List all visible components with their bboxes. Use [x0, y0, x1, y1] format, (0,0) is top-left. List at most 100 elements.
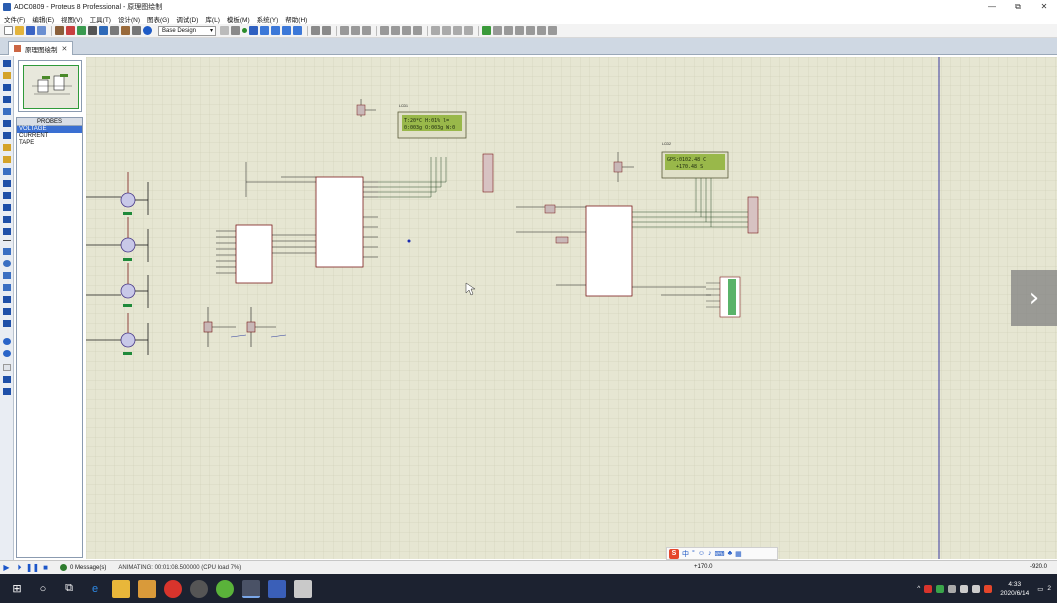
remove-sheet-icon[interactable]: [537, 26, 546, 35]
text-tool-icon[interactable]: [3, 296, 11, 303]
rotate-anticlockwise-icon[interactable]: [3, 350, 11, 357]
device-pin-icon[interactable]: [3, 156, 11, 163]
undo-icon[interactable]: [311, 26, 320, 35]
tape-recorder-icon[interactable]: [3, 180, 11, 187]
package-tool-icon[interactable]: [453, 26, 462, 35]
keyboard-icon[interactable]: ⌨: [714, 550, 725, 558]
box-tool-icon[interactable]: [3, 248, 11, 255]
mirror-horizontal-icon[interactable]: [3, 376, 11, 383]
voice-icon[interactable]: ♪: [707, 550, 712, 557]
system-clock[interactable]: 4:33 2020/6/14: [1000, 580, 1029, 598]
pan-icon[interactable]: [249, 26, 258, 35]
redo-icon[interactable]: [322, 26, 331, 35]
search-icon[interactable]: ○: [39, 582, 47, 595]
app-icon-misc[interactable]: [294, 579, 312, 598]
zoom-out-icon[interactable]: [271, 26, 280, 35]
message-count[interactable]: 0 Message(s): [60, 564, 106, 571]
network-icon[interactable]: [960, 584, 969, 593]
new-sheet-icon[interactable]: [526, 26, 535, 35]
probe-item-current[interactable]: CURRENT: [19, 133, 49, 139]
punctuation-icon[interactable]: °: [692, 550, 695, 557]
overview-window[interactable]: [18, 60, 82, 112]
play-button[interactable]: ▶: [3, 563, 10, 572]
ime-toolbar[interactable]: S 中 ° ☺ ♪ ⌨ ♣ ▦: [666, 547, 778, 560]
pick-device-icon[interactable]: [431, 26, 440, 35]
menu-library[interactable]: 库(L): [205, 16, 220, 24]
save-all-icon[interactable]: [37, 26, 46, 35]
block-copy-icon[interactable]: [380, 26, 389, 35]
refresh-icon[interactable]: [220, 26, 229, 35]
rotation-angle-field[interactable]: [3, 364, 11, 371]
overview-viewport[interactable]: [23, 65, 79, 109]
origin-icon[interactable]: [242, 28, 247, 33]
tray-app-icon[interactable]: [924, 584, 933, 593]
generator-mode-icon[interactable]: [3, 192, 11, 199]
grid-icon[interactable]: [231, 26, 240, 35]
close-button[interactable]: ✕: [1040, 2, 1048, 11]
proteus-taskbar-icon[interactable]: [242, 579, 260, 598]
probe-item-voltage[interactable]: VOLTAGE: [17, 126, 82, 133]
schematic-canvas[interactable]: T:20*C H:01% l= 0:003g O:003g W:0 LCD1: [86, 57, 1057, 559]
subcircuit-icon[interactable]: [3, 132, 11, 139]
line-tool-icon[interactable]: [3, 240, 11, 241]
probe-item-tape[interactable]: TAPE: [19, 140, 35, 146]
stop-button[interactable]: ■: [43, 563, 48, 572]
make-device-icon[interactable]: [442, 26, 451, 35]
current-probe-icon[interactable]: [3, 216, 11, 223]
menu-help[interactable]: 帮助(H): [285, 16, 308, 24]
source-code-icon[interactable]: [132, 26, 141, 35]
notification-center-icon[interactable]: ▭: [1037, 585, 1044, 593]
schematic-icon[interactable]: [66, 26, 75, 35]
battery-icon[interactable]: [948, 584, 957, 593]
ime-tray-icon[interactable]: [984, 584, 993, 593]
bus-icon[interactable]: [3, 120, 11, 127]
wire-label-icon[interactable]: [3, 96, 11, 103]
word-icon[interactable]: [268, 579, 286, 598]
tray-wechat-icon[interactable]: [936, 584, 945, 593]
block-delete-icon[interactable]: [413, 26, 422, 35]
tab-close-button[interactable]: ✕: [61, 45, 68, 53]
design-explorer-icon[interactable]: [515, 26, 524, 35]
menu-design[interactable]: 设计(N): [117, 16, 140, 24]
save-icon[interactable]: [26, 26, 35, 35]
copy-icon[interactable]: [351, 26, 360, 35]
menu-tools[interactable]: 工具(T): [89, 16, 111, 24]
zoom-in-icon[interactable]: [260, 26, 269, 35]
virtual-instruments-icon[interactable]: [3, 228, 11, 235]
zoom-all-icon[interactable]: [282, 26, 291, 35]
emoji-icon[interactable]: ☺: [697, 550, 705, 557]
block-rotate-icon[interactable]: [402, 26, 411, 35]
app-icon-green[interactable]: [216, 579, 234, 598]
3d-view-icon[interactable]: [88, 26, 97, 35]
cut-icon[interactable]: [340, 26, 349, 35]
menu-debug[interactable]: 调试(D): [176, 16, 199, 24]
app-icon-gray[interactable]: [190, 579, 208, 598]
wire-autorouter-icon[interactable]: [482, 26, 491, 35]
netlist-icon[interactable]: [548, 26, 557, 35]
toolbox-icon[interactable]: ▦: [735, 550, 742, 558]
step-button[interactable]: ⏵: [17, 562, 22, 572]
marker-tool-icon[interactable]: [3, 320, 11, 327]
skin-icon[interactable]: ♣: [727, 550, 733, 557]
rotate-clockwise-icon[interactable]: [3, 338, 11, 345]
menu-edit[interactable]: 编辑(E): [32, 16, 54, 24]
symbol-tool-icon[interactable]: [3, 308, 11, 315]
app-icon-l[interactable]: [138, 579, 156, 598]
property-assignment-icon[interactable]: [504, 26, 513, 35]
text-script-icon[interactable]: [3, 108, 11, 115]
design-select[interactable]: Base Design ▾: [158, 25, 216, 36]
restore-button[interactable]: ⧉: [1015, 1, 1021, 11]
graph-mode-icon[interactable]: [3, 168, 11, 175]
pause-button[interactable]: ❚❚: [25, 563, 40, 572]
path-tool-icon[interactable]: [3, 284, 11, 291]
minimize-button[interactable]: —: [988, 2, 996, 11]
menu-system[interactable]: 系统(Y): [256, 16, 279, 24]
search-tag-icon[interactable]: [493, 26, 502, 35]
paste-icon[interactable]: [362, 26, 371, 35]
new-file-icon[interactable]: [4, 26, 13, 35]
selection-mode-icon[interactable]: [3, 60, 11, 67]
open-file-icon[interactable]: [15, 26, 24, 35]
pcb-icon[interactable]: [77, 26, 86, 35]
volume-icon[interactable]: [972, 584, 981, 593]
decompose-icon[interactable]: [464, 26, 473, 35]
